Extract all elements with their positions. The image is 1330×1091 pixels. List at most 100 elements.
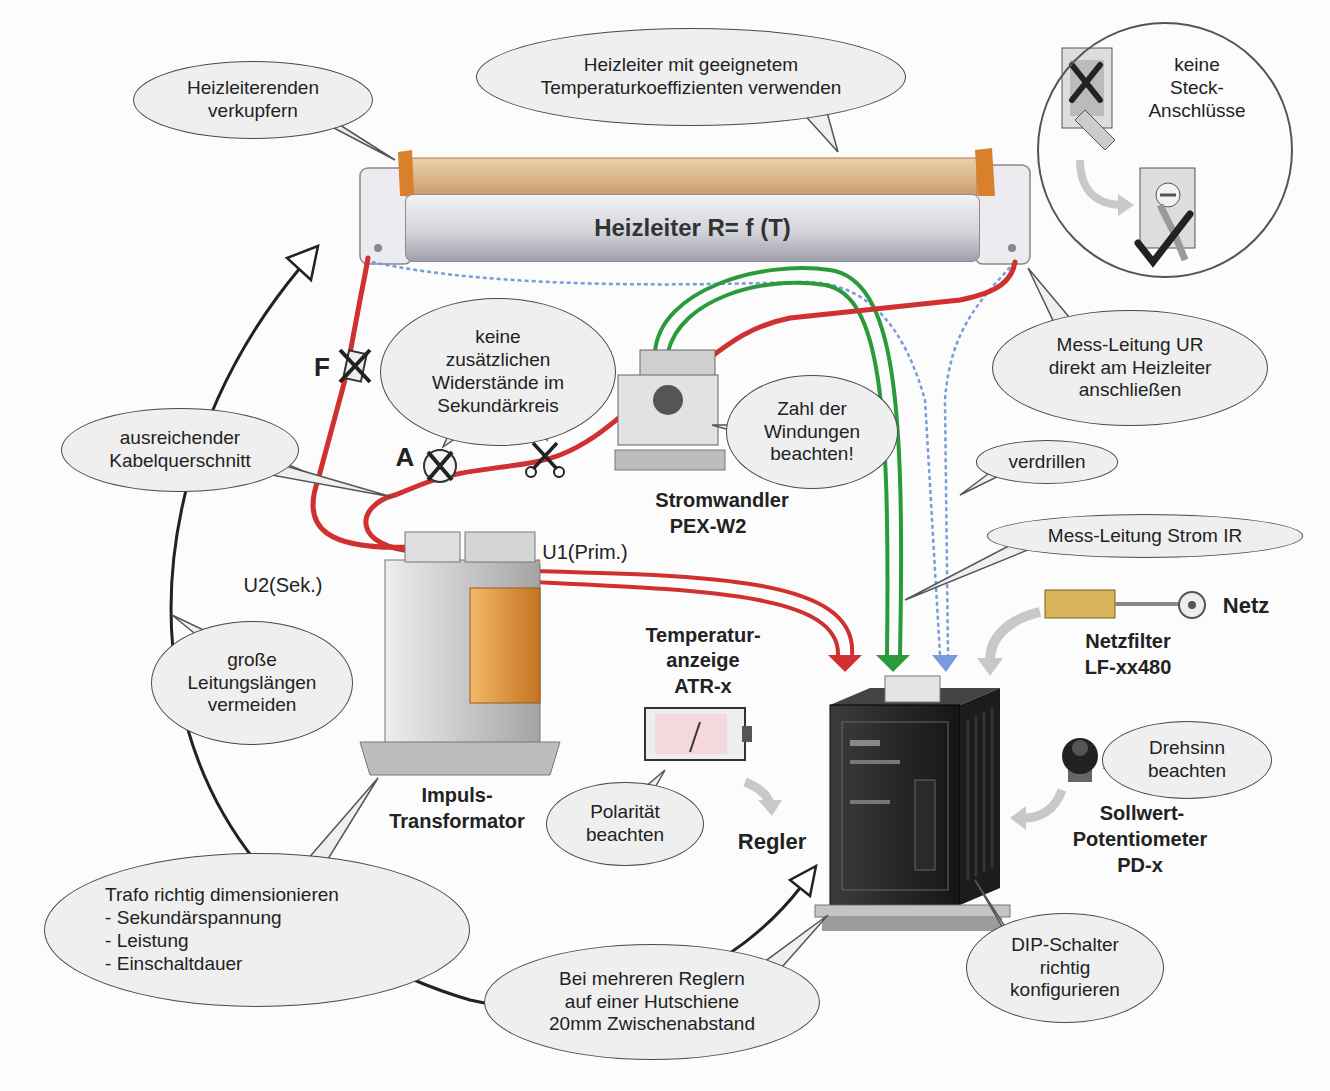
callout-bubble: Bei mehreren Reglern auf einer Hutschien… <box>484 944 820 1060</box>
measurement-wire-current <box>876 655 910 672</box>
scissors-symbol <box>526 467 536 477</box>
controller <box>850 740 880 746</box>
part-name: Regler <box>736 829 808 854</box>
terminal-label: U2(Sek.) <box>242 574 325 597</box>
secondary-wire <box>313 258 1015 552</box>
controller <box>815 676 1010 931</box>
part-number: PD-x <box>1115 854 1165 877</box>
part-number: ATR-x <box>672 675 733 698</box>
controller <box>842 722 948 890</box>
line-filter <box>1045 590 1115 618</box>
primary-wire <box>492 570 862 672</box>
fuse-symbol <box>340 350 370 382</box>
controller <box>830 705 960 905</box>
callout-text: - Leistung <box>105 930 188 953</box>
connector-icons <box>1070 60 1104 116</box>
part-number: PEX-W2 <box>668 515 749 538</box>
heating-element <box>360 148 1030 264</box>
controller <box>885 676 940 702</box>
controller <box>815 905 1010 917</box>
secondary-wire <box>366 262 1015 552</box>
callout-bubble: Trafo richtig dimensionieren- Sekundärsp… <box>44 853 470 1007</box>
part-name: Transformator <box>387 810 527 833</box>
callout-bubble: verdrillen <box>976 440 1118 483</box>
callout-text: Zahl der Windungen beachten! <box>760 398 864 466</box>
transformer <box>360 742 560 775</box>
transformer <box>360 532 560 775</box>
callout-text: - Einschaltdauer <box>105 953 242 976</box>
temperature-display <box>655 714 727 754</box>
callout-text: Mess-Leitung UR direkt am Heizleiter ans… <box>1040 334 1220 402</box>
callout-text: Polarität beachten <box>575 801 675 847</box>
temperature-display <box>742 726 752 742</box>
callout-text: keine zusätzlichen Widerstände im Sekund… <box>423 326 573 417</box>
controller <box>850 760 900 764</box>
heating-element <box>374 244 382 252</box>
temperature-display <box>758 800 782 816</box>
potentiometer <box>1062 738 1098 774</box>
connector-icons <box>1138 214 1190 262</box>
temperature-display <box>645 708 745 760</box>
cycle-arrow <box>287 246 318 280</box>
connector-icons <box>1156 183 1180 207</box>
heating-element-body: Heizleiter R= f (T) <box>405 194 980 262</box>
heating-element <box>405 158 977 196</box>
temperature-display <box>690 722 700 752</box>
scissors-symbol <box>533 443 557 469</box>
part-number: LF-xx480 <box>1083 656 1174 679</box>
part-name: Netz <box>1221 593 1271 618</box>
callout-bubble: ausreichender Kabelquerschnitt <box>61 408 300 493</box>
callout-circle: keine Steck- Anschlüsse <box>1037 22 1293 278</box>
transformer <box>465 532 535 562</box>
ammeter-symbol <box>424 450 456 482</box>
callout-bubble: Mess-Leitung Strom IR <box>987 514 1303 558</box>
heating-element <box>975 148 995 196</box>
line-filter <box>1115 602 1179 606</box>
callout-text: große Leitungslängen vermeiden <box>184 649 320 717</box>
transformer <box>385 560 540 745</box>
potentiometer <box>1010 806 1026 830</box>
callout-bubble: große Leitungslängen vermeiden <box>151 621 354 745</box>
connector-icons <box>1072 65 1100 100</box>
connector-icons <box>1080 160 1120 205</box>
callout-text: Mess-Leitung Strom IR <box>1048 525 1242 548</box>
callout-text: ausreichender Kabelquerschnitt <box>100 427 260 473</box>
callout-bubble: Heizleiterenden verkupfern <box>133 61 373 140</box>
potentiometer <box>1072 740 1088 756</box>
callout-text: Drehsinn beachten <box>1137 737 1237 783</box>
callout-bubble: DIP-Schalter richtig konfigurieren <box>966 913 1164 1023</box>
potentiometer <box>1010 738 1098 830</box>
primary-wire <box>492 570 852 655</box>
heating-element <box>398 150 414 196</box>
part-name: Potentiometer <box>1071 828 1209 851</box>
ammeter-label: A <box>394 443 417 473</box>
current-transformer <box>615 350 725 470</box>
current-transformer <box>653 385 683 415</box>
fuse-symbol <box>340 350 370 382</box>
transformer <box>470 588 540 703</box>
part-name: Stromwandler <box>653 489 790 512</box>
line-filter <box>1188 601 1196 609</box>
ammeter-symbol <box>424 450 456 482</box>
controller <box>960 688 1000 905</box>
measurement-wire-voltage <box>932 655 958 672</box>
callout-text: keine Steck- Anschlüsse <box>1147 54 1247 122</box>
callout-text: DIP-Schalter richtig konfigurieren <box>1006 934 1124 1002</box>
callout-bubble: Drehsinn beachten <box>1102 721 1272 799</box>
line-filter <box>977 658 1003 676</box>
primary-wire <box>828 655 862 672</box>
ammeter-symbol <box>428 452 452 480</box>
controller <box>822 917 1002 931</box>
callout-bubble: Zahl der Windungen beachten! <box>726 375 898 488</box>
callout-text: - Sekundärspannung <box>105 907 281 930</box>
part-name: Sollwert- <box>1098 802 1186 825</box>
callout-text: Bei mehreren Reglern auf einer Hutschien… <box>547 968 757 1036</box>
part-name: Temperatur- <box>643 624 762 647</box>
line-filter <box>990 612 1040 660</box>
potentiometer <box>1025 790 1062 818</box>
controller <box>850 800 890 804</box>
callout-text: verdrillen <box>1008 451 1085 474</box>
connector-icons <box>1140 168 1195 248</box>
scissors-symbol <box>554 467 564 477</box>
